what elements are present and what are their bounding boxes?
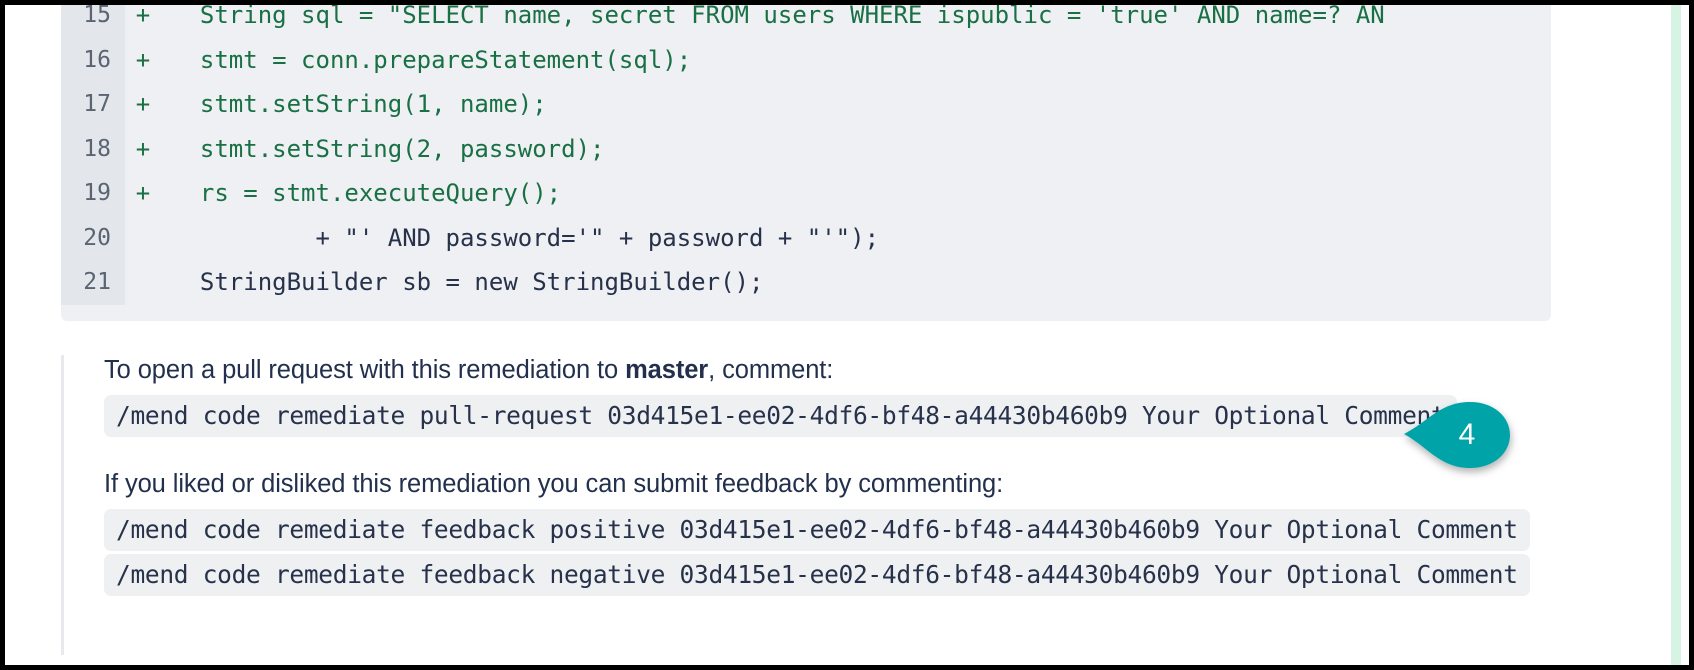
comment-left-rail: [61, 355, 64, 655]
diff-line-number: 21: [61, 260, 125, 305]
feedback-intro: If you liked or disliked this remediatio…: [104, 470, 1004, 498]
page-canvas: 15 + String sql = "SELECT name, secret F…: [5, 5, 1689, 665]
diff-line-row[interactable]: 15 + String sql = "SELECT name, secret F…: [61, 5, 1551, 38]
right-mint-scroll-strip[interactable]: [1671, 5, 1681, 665]
pull-request-intro-suffix: , comment:: [708, 356, 834, 384]
pull-request-branch-name: master: [625, 356, 709, 384]
feedback-positive-command-code[interactable]: /mend code remediate feedback positive 0…: [104, 509, 1530, 551]
diff-line-code: stmt.setString(2, password);: [171, 134, 605, 163]
remediation-body: To open a pull request with this remedia…: [61, 355, 1530, 655]
diff-line-code: + "' AND password='" + password + "'");: [171, 223, 880, 252]
diff-line-marker: +: [135, 90, 151, 119]
diff-line-marker: +: [135, 45, 151, 74]
diff-line-marker: +: [135, 179, 151, 208]
diff-line-code: stmt = conn.prepareStatement(sql);: [171, 45, 692, 74]
callout-pin-icon: [1404, 402, 1510, 468]
pull-request-command-code[interactable]: /mend code remediate pull-request 03d415…: [104, 395, 1458, 437]
diff-line-number: 19: [61, 171, 125, 216]
diff-line-code: rs = stmt.executeQuery();: [171, 179, 562, 208]
spacer: [61, 385, 1521, 395]
diff-line-row[interactable]: 21 StringBuilder sb = new StringBuilder(…: [61, 260, 1551, 305]
diff-block-bottom-pad: [61, 305, 1551, 321]
pull-request-intro: To open a pull request with this remedia…: [61, 355, 1521, 385]
diff-line-row[interactable]: 16 + stmt = conn.prepareStatement(sql);: [61, 37, 1551, 82]
diff-line-marker: +: [135, 5, 151, 30]
spacer: [61, 499, 1521, 509]
diff-line-number: 20: [61, 215, 125, 260]
right-gutter: [1681, 5, 1689, 665]
diff-line-number: 15: [61, 5, 125, 38]
right-divider: [1662, 5, 1664, 665]
diff-line-number: 16: [61, 37, 125, 82]
diff-line-row[interactable]: 18 + stmt.setString(2, password);: [61, 126, 1551, 171]
diff-line-code: StringBuilder sb = new StringBuilder();: [171, 268, 764, 297]
callout-badge-4: 4: [1402, 400, 1512, 470]
spacer: [61, 437, 1521, 469]
diff-line-row[interactable]: 19 + rs = stmt.executeQuery();: [61, 171, 1551, 216]
code-diff-block: 15 + String sql = "SELECT name, secret F…: [61, 5, 1551, 321]
diff-line-code: String sql = "SELECT name, secret FROM u…: [171, 5, 1385, 30]
diff-line-number: 18: [61, 126, 125, 171]
feedback-negative-command-code[interactable]: /mend code remediate feedback negative 0…: [104, 554, 1530, 596]
pull-request-intro-prefix: To open a pull request with this remedia…: [104, 356, 626, 384]
diff-line-number: 17: [61, 82, 125, 127]
diff-line-row[interactable]: 20 + "' AND password='" + password + "'"…: [61, 215, 1551, 260]
diff-line-marker: +: [135, 134, 151, 163]
diff-line-code: stmt.setString(1, name);: [171, 90, 547, 119]
diff-line-row[interactable]: 17 + stmt.setString(1, name);: [61, 82, 1551, 127]
